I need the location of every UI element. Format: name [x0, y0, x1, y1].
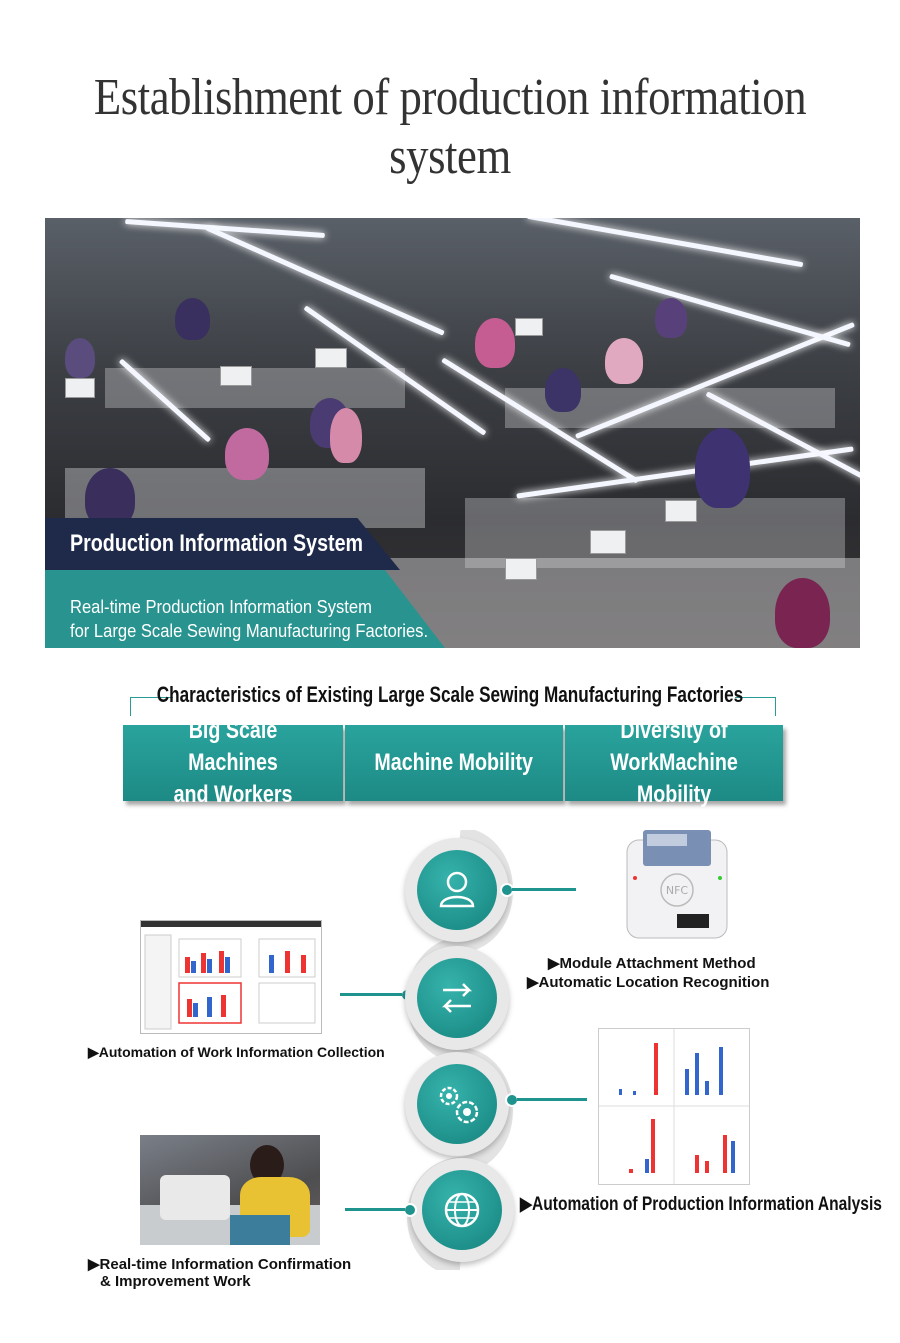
- banner-title: Production Information System: [70, 530, 364, 557]
- connector-line: [512, 888, 576, 891]
- gears-circle: [417, 1064, 497, 1144]
- nfc-device: NFC: [626, 830, 728, 939]
- person-circle: [417, 850, 497, 930]
- banner-title-bar: [45, 518, 400, 570]
- characteristics-heading: Characteristics of Existing Large Scale …: [156, 682, 744, 707]
- dashboard-screenshot: [140, 920, 322, 1034]
- connector-dot: [403, 1203, 417, 1217]
- realtime-caption-line2: & Improvement Work: [100, 1273, 251, 1290]
- transfer-arrows-icon: [441, 983, 473, 1013]
- characteristic-diversity: Diversity of WorkMachine Mobility: [565, 717, 783, 808]
- globe-circle: [422, 1170, 502, 1250]
- characteristic-label: Diversity of WorkMachine Mobility: [610, 717, 738, 808]
- gears-icon: [439, 1086, 479, 1124]
- connector-line: [517, 1098, 587, 1101]
- connector-line: [345, 1208, 405, 1211]
- characteristic-machine-mobility: Machine Mobility: [345, 725, 563, 801]
- module-caption: ▶Module Attachment Method: [548, 955, 756, 972]
- heading-bracket-left: [130, 697, 173, 716]
- banner-subtitle-line1: Real-time Production Information System: [70, 597, 372, 617]
- page-title: Establishment of production information …: [93, 69, 807, 185]
- characteristic-label: Machine Mobility: [374, 749, 534, 776]
- realtime-caption-line1: ▶Real-time Information Confirmation: [88, 1256, 352, 1273]
- location-caption: ▶Automatic Location Recognition: [527, 974, 770, 991]
- person-icon: [439, 871, 475, 908]
- worker-photo: [140, 1135, 320, 1245]
- transfer-circle: [417, 958, 497, 1038]
- banner-subtitle-bar: [45, 570, 445, 648]
- heading-bracket-right: [735, 697, 776, 716]
- analysis-charts-image: [598, 1028, 750, 1185]
- banner-subtitle-line2: for Large Scale Sewing Manufacturing Fac…: [70, 621, 429, 641]
- characteristic-label: Big Scale Machines and Workers: [173, 717, 293, 808]
- analysis-caption: ▶Automation of Production Information An…: [520, 1194, 882, 1215]
- nfc-label: NFC: [666, 884, 689, 897]
- globe-icon: [444, 1192, 480, 1228]
- work-info-caption: ▶Automation of Work Information Collecti…: [88, 1044, 385, 1060]
- characteristic-big-scale: Big Scale Machines and Workers: [123, 717, 343, 808]
- connector-line: [340, 993, 402, 996]
